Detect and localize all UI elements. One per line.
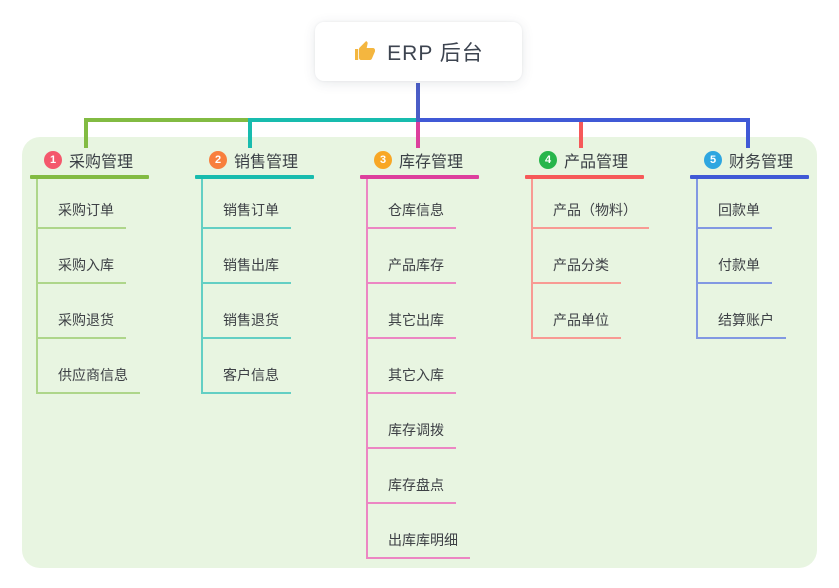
leaf-list: 销售订单销售出库销售退货客户信息	[195, 179, 291, 394]
branch-underline	[360, 175, 479, 179]
connector-branch1-drop	[84, 118, 88, 148]
branch-label: 库存管理	[399, 153, 464, 171]
branch-header[interactable]: 4 产品管理	[525, 148, 675, 171]
branch-header[interactable]: 2 销售管理	[195, 148, 345, 171]
leaf-node[interactable]: 产品库存	[366, 256, 456, 284]
branch-node-5[interactable]: 5 财务管理回款单付款单结算账户	[690, 148, 839, 339]
leaf-node[interactable]: 采购入库	[36, 256, 126, 284]
branch-node-4[interactable]: 4 产品管理产品（物料） 产品分类产品单位	[525, 148, 675, 339]
branch-underline	[195, 175, 314, 179]
connector-branch2-horizontal	[248, 118, 418, 122]
branch-header[interactable]: 3 库存管理	[360, 148, 510, 171]
root-node[interactable]: ERP 后台	[315, 22, 522, 81]
branch-node-3[interactable]: 3 库存管理仓库信息产品库存其它出库其它入库库存调拨库存盘点出库库明细	[360, 148, 510, 559]
leaf-node[interactable]: 出库库明细	[366, 531, 470, 559]
connector-branch3-drop	[416, 122, 420, 148]
branch-label: 财务管理	[729, 153, 794, 171]
root-label: ERP 后台	[387, 41, 484, 65]
branch-underline	[690, 175, 809, 179]
branch-number-badge: 5	[704, 150, 722, 169]
leaf-node[interactable]: 产品单位	[531, 311, 621, 339]
leaf-list: 产品（物料） 产品分类产品单位	[525, 179, 649, 339]
branch-header[interactable]: 5 财务管理	[690, 148, 839, 171]
leaf-node[interactable]: 销售出库	[201, 256, 291, 284]
branch-underline	[525, 175, 644, 179]
branch-node-2[interactable]: 2 销售管理销售订单销售出库销售退货客户信息	[195, 148, 345, 394]
branch-number-badge: 1	[44, 150, 62, 169]
leaf-node[interactable]: 产品分类	[531, 256, 621, 284]
leaf-node[interactable]: 销售退货	[201, 311, 291, 339]
connector-branch5-drop	[746, 118, 750, 148]
thumbs-up-icon	[353, 40, 377, 64]
branches-panel-background	[22, 137, 817, 568]
leaf-node[interactable]: 仓库信息	[366, 201, 456, 229]
leaf-node[interactable]: 采购退货	[36, 311, 126, 339]
branch-label: 产品管理	[564, 153, 629, 171]
branch-label: 销售管理	[234, 153, 299, 171]
leaf-node[interactable]: 库存调拨	[366, 421, 456, 449]
connector-root-vertical	[416, 83, 420, 122]
branch-node-1[interactable]: 1 采购管理采购订单采购入库采购退货供应商信息	[30, 148, 180, 394]
leaf-node[interactable]: 产品（物料）	[531, 201, 649, 229]
children-trunk-line	[531, 179, 533, 339]
children-trunk-line	[201, 179, 203, 394]
leaf-node[interactable]: 库存盘点	[366, 476, 456, 504]
leaf-node[interactable]: 回款单	[696, 201, 772, 229]
leaf-list: 仓库信息产品库存其它出库其它入库库存调拨库存盘点出库库明细	[360, 179, 470, 559]
leaf-node[interactable]: 销售订单	[201, 201, 291, 229]
connector-branch4-drop	[579, 122, 583, 148]
leaf-node[interactable]: 采购订单	[36, 201, 126, 229]
leaf-node[interactable]: 付款单	[696, 256, 772, 284]
children-trunk-line	[366, 179, 368, 559]
connector-branch5-horizontal	[416, 118, 750, 122]
branch-underline	[30, 175, 149, 179]
leaf-node[interactable]: 结算账户	[696, 311, 786, 339]
branch-number-badge: 4	[539, 150, 557, 169]
children-trunk-line	[696, 179, 698, 339]
leaf-node[interactable]: 供应商信息	[36, 366, 140, 394]
branch-number-badge: 2	[209, 150, 227, 169]
children-trunk-line	[36, 179, 38, 394]
branch-label: 采购管理	[69, 153, 134, 171]
leaf-node[interactable]: 其它入库	[366, 366, 456, 394]
leaf-node[interactable]: 客户信息	[201, 366, 291, 394]
leaf-list: 回款单付款单结算账户	[690, 179, 786, 339]
leaf-node[interactable]: 其它出库	[366, 311, 456, 339]
connector-branch2-drop	[248, 118, 252, 148]
branch-number-badge: 3	[374, 150, 392, 169]
branch-header[interactable]: 1 采购管理	[30, 148, 180, 171]
leaf-list: 采购订单采购入库采购退货供应商信息	[30, 179, 140, 394]
